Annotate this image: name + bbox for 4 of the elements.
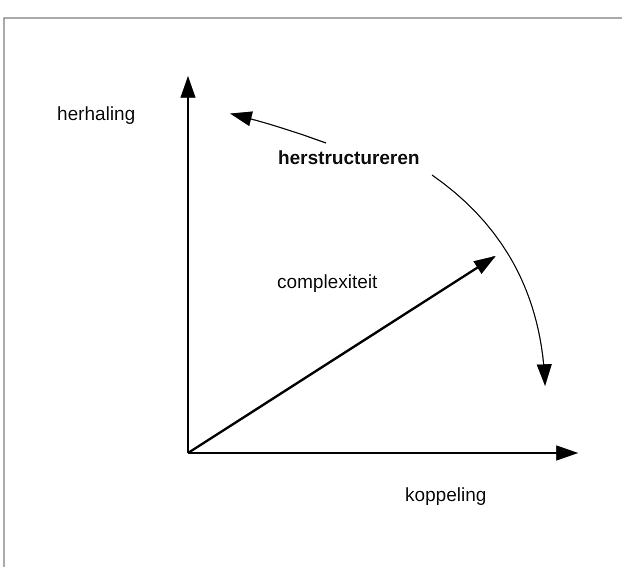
vector-label: complexiteit <box>277 273 378 294</box>
rotation-label: herstructureren <box>278 149 420 170</box>
axis-label: koppeling <box>405 486 486 507</box>
axis-label: herhaling <box>57 105 136 126</box>
